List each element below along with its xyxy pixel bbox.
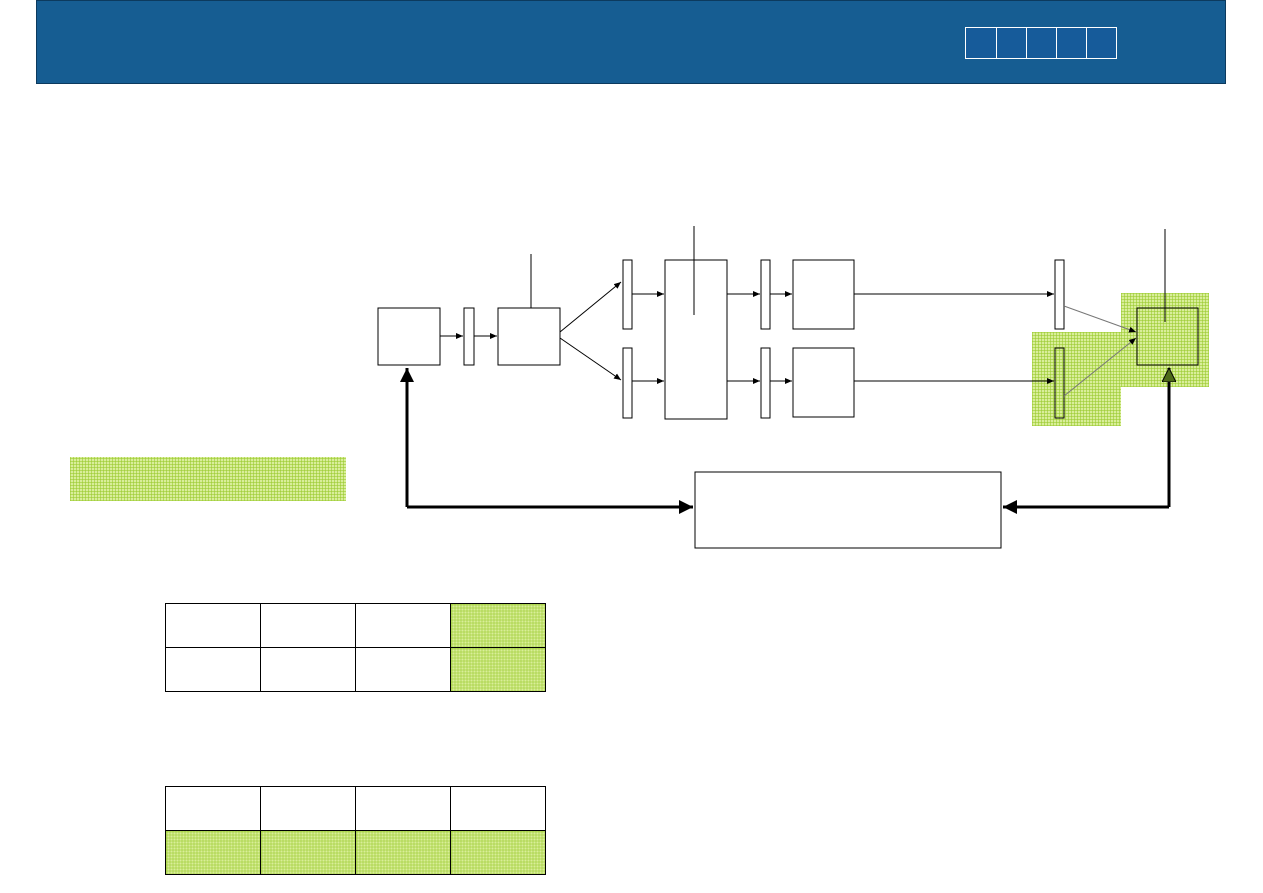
table-top: [165, 603, 546, 692]
table-cell-highlighted: [450, 647, 546, 692]
table-cell: [165, 786, 261, 831]
table-bottom: [165, 786, 546, 875]
slot-lower-3: [1054, 347, 1065, 419]
slot-upper-1: [622, 259, 633, 330]
table-cell: [355, 786, 451, 831]
table-row-highlighted: [165, 830, 546, 875]
highlight-lower-slot: [1032, 332, 1121, 426]
lower-block: [792, 347, 855, 418]
nav-box-2[interactable]: [996, 28, 1026, 58]
nav-box-group: [965, 27, 1117, 59]
legend-highlight: [70, 457, 346, 501]
slot-upper-2: [760, 259, 771, 330]
nav-box-1[interactable]: [966, 28, 996, 58]
table-cell: [260, 647, 356, 692]
table-cell-highlighted: [450, 603, 546, 648]
slot-lower-1: [622, 347, 633, 419]
arrow-split-up: [559, 281, 622, 333]
table-cell: [260, 786, 356, 831]
nav-box-3[interactable]: [1026, 28, 1056, 58]
arrow-merge-down: [1063, 337, 1137, 397]
slot-upper-3: [1054, 259, 1065, 330]
upper-block: [792, 259, 855, 330]
arrow-merge-up: [1063, 305, 1137, 333]
table-cell: [165, 603, 261, 648]
table-cell: [260, 603, 356, 648]
nav-box-4[interactable]: [1056, 28, 1086, 58]
controller-block: [694, 471, 1002, 549]
table-cell: [355, 603, 451, 648]
table-cell: [260, 830, 356, 875]
table-cell: [450, 830, 546, 875]
nav-box-5[interactable]: [1086, 28, 1116, 58]
center-block: [664, 259, 728, 420]
table-row: [165, 603, 546, 648]
table-cell: [450, 786, 546, 831]
source-block: [377, 307, 441, 366]
table-row: [165, 647, 546, 692]
output-block: [1136, 307, 1199, 366]
splitter-block: [497, 307, 561, 366]
slot-1: [463, 307, 475, 366]
table-cell: [165, 647, 261, 692]
header-bar: [36, 0, 1226, 84]
slot-lower-2: [760, 347, 771, 419]
table-cell: [355, 647, 451, 692]
arrow-split-down: [559, 337, 622, 381]
table-cell: [165, 830, 261, 875]
table-cell: [355, 830, 451, 875]
table-row: [165, 786, 546, 831]
